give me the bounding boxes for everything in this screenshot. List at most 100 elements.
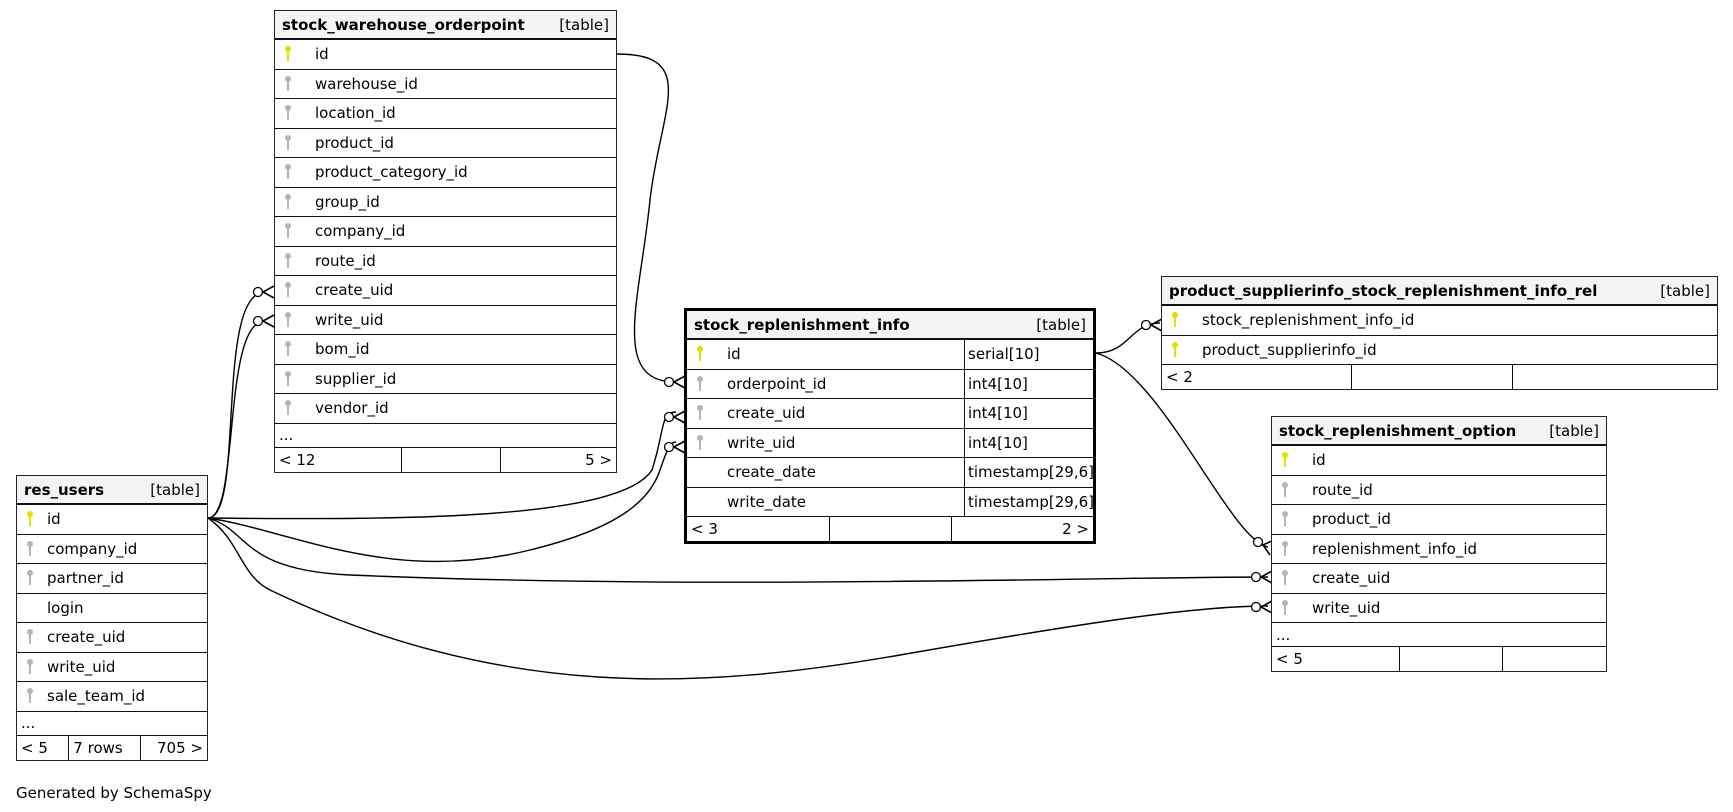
crowfoot-marker <box>1259 570 1273 584</box>
crowfoot-marker <box>261 285 275 299</box>
crowfoot-marker <box>1261 539 1275 556</box>
crowfoot-marker <box>261 314 275 328</box>
column-row[interactable]: create_uid <box>17 623 207 653</box>
parents-count-link[interactable]: < 5 <box>21 738 48 757</box>
children-count-link[interactable]: 705 > <box>140 735 207 760</box>
column-row[interactable]: company_id <box>17 535 207 564</box>
table-header[interactable]: stock_replenishment_info [table] <box>687 311 1093 340</box>
primary-key-icon <box>1170 340 1182 360</box>
column-name: vendor_id <box>315 399 389 418</box>
table-name[interactable]: stock_replenishment_option <box>1279 421 1517 440</box>
table-header[interactable]: res_users [table] <box>17 476 207 505</box>
parents-count-link[interactable]: < 12 <box>279 450 316 469</box>
parents-count-link[interactable]: < 5 <box>1276 650 1303 668</box>
column-row[interactable]: stock_replenishment_info_id <box>1162 306 1717 336</box>
foreign-key-icon <box>283 221 295 241</box>
optional-marker <box>1140 319 1152 331</box>
column-row[interactable]: write_uid <box>275 306 616 335</box>
more-columns-ellipsis: ... <box>17 712 207 736</box>
column-row[interactable]: product_category_id <box>275 158 616 188</box>
column-type: int4[10] <box>964 399 1028 428</box>
children-count-link[interactable] <box>1511 365 1717 389</box>
children-count-link[interactable] <box>1502 647 1606 671</box>
foreign-key-icon <box>283 133 295 153</box>
table-kind: [table] <box>1036 315 1086 334</box>
foreign-key-icon <box>25 568 37 588</box>
foreign-key-icon <box>1280 539 1292 559</box>
column-name: id <box>1312 451 1326 470</box>
column-row[interactable]: company_id <box>275 217 616 247</box>
column-row[interactable]: warehouse_id <box>275 70 616 99</box>
column-name: write_uid <box>727 433 796 452</box>
column-row[interactable]: id <box>275 40 616 70</box>
table-product-supplierinfo-stock-replenishment-info-rel[interactable]: product_supplierinfo_stock_replenishment… <box>1161 276 1718 390</box>
table-footer: < 2 <box>1162 365 1717 389</box>
table-name[interactable]: stock_replenishment_info <box>694 315 910 334</box>
column-row[interactable]: bom_id <box>275 335 616 365</box>
column-row[interactable]: partner_id <box>17 564 207 594</box>
column-row[interactable]: write_uid <box>17 653 207 682</box>
column-row[interactable]: supplier_id <box>275 365 616 394</box>
column-row[interactable]: location_id <box>275 99 616 129</box>
column-row[interactable]: login <box>17 594 207 623</box>
primary-key-icon <box>695 344 707 364</box>
column-row[interactable]: route_id <box>275 247 616 276</box>
column-name: partner_id <box>47 569 124 588</box>
column-row[interactable]: group_id <box>275 188 616 217</box>
table-footer: < 12 5 > <box>275 447 616 472</box>
children-count-link[interactable]: 5 > <box>500 447 616 472</box>
column-name: login <box>47 598 84 617</box>
column-row[interactable]: replenishment_info_id <box>1272 535 1606 564</box>
column-row[interactable]: id <box>17 505 207 535</box>
row-count <box>1350 365 1512 389</box>
column-row[interactable]: product_supplierinfo_id <box>1162 336 1717 365</box>
foreign-key-icon <box>283 310 295 330</box>
column-row[interactable]: create_uid <box>275 276 616 306</box>
table-name[interactable]: res_users <box>24 480 105 499</box>
table-name[interactable]: stock_warehouse_orderpoint <box>282 15 525 34</box>
column-name: stock_replenishment_info_id <box>1202 311 1415 330</box>
column-type: serial[10] <box>964 340 1040 369</box>
table-stock-replenishment-option[interactable]: stock_replenishment_option [table] id rou… <box>1271 416 1607 672</box>
link-users-to-option-write <box>207 517 1269 680</box>
column-row[interactable]: product_id <box>275 129 616 158</box>
primary-key-icon <box>1280 450 1292 470</box>
column-row[interactable]: route_id <box>1272 476 1606 505</box>
column-name: route_id <box>1312 480 1373 499</box>
column-row[interactable]: write_uid <box>1272 594 1606 623</box>
column-name: create_uid <box>1312 569 1391 588</box>
table-header[interactable]: stock_replenishment_option [table] <box>1272 417 1606 446</box>
column-row[interactable]: id <box>1272 446 1606 476</box>
table-kind: [table] <box>150 480 200 499</box>
foreign-key-icon <box>1280 509 1292 529</box>
column-row[interactable]: sale_team_id <box>17 682 207 712</box>
column-row[interactable]: create_uid <box>1272 564 1606 594</box>
row-count <box>829 517 951 541</box>
optional-marker <box>252 286 264 298</box>
table-name[interactable]: product_supplierinfo_stock_replenishment… <box>1169 281 1598 300</box>
children-count-link[interactable]: 2 > <box>950 517 1093 541</box>
column-type: timestamp[29,6] <box>964 487 1094 516</box>
column-name: product_id <box>315 133 394 152</box>
column-name: orderpoint_id <box>727 374 827 393</box>
parents-count-link[interactable]: < 3 <box>691 520 718 538</box>
parents-count-link[interactable]: < 2 <box>1166 368 1193 386</box>
table-header[interactable]: stock_warehouse_orderpoint [table] <box>275 11 616 40</box>
row-count <box>401 447 500 472</box>
column-name: write_uid <box>315 310 384 329</box>
column-row[interactable]: product_id <box>1272 505 1606 535</box>
optional-marker <box>663 441 675 453</box>
table-header[interactable]: product_supplierinfo_stock_replenishment… <box>1162 277 1717 306</box>
column-row[interactable]: vendor_id <box>275 394 616 424</box>
